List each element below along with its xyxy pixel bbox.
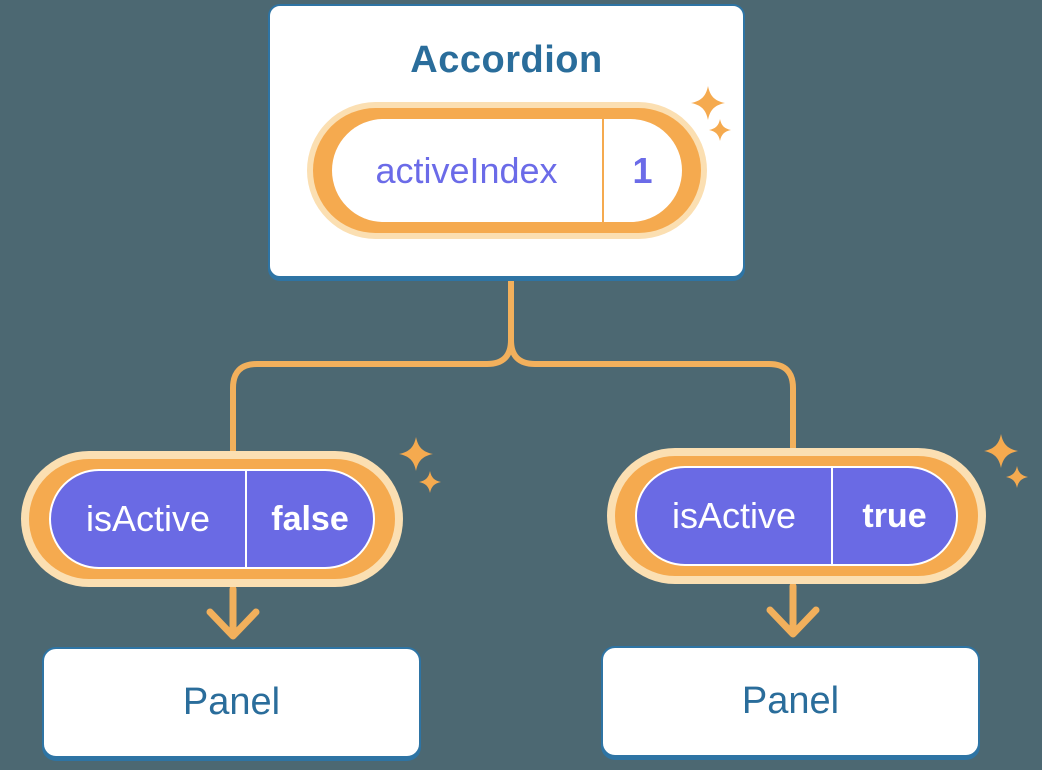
state-pill: activeIndex 1 (331, 119, 682, 222)
prop-value: true (862, 496, 927, 535)
prop-value: false (271, 499, 349, 538)
state-value: 1 (632, 149, 653, 191)
prop-pill-left: isActive false (49, 469, 375, 569)
arrow-down-left-icon (206, 585, 260, 640)
prop-pill-divider (831, 468, 833, 564)
arrow-down-right-icon (766, 582, 820, 638)
panel-title: Panel (182, 681, 281, 723)
prop-name-label: isActive (85, 498, 211, 539)
sparkle-icon (691, 86, 725, 120)
state-pill-glow: activeIndex 1 (306, 102, 707, 239)
tree-branch-right (508, 277, 796, 452)
sparkle-icon (399, 437, 433, 471)
panel-title: Panel (741, 680, 840, 722)
sparkle-icon (709, 119, 731, 141)
sparkle-icon (419, 471, 441, 493)
prop-pill-glow-right: isActive true (607, 448, 986, 584)
tree-branch-left (230, 277, 514, 455)
accordion-title: Accordion (410, 39, 603, 81)
sparkle-icon (1006, 466, 1028, 488)
prop-pill-glow-left: isActive false (21, 451, 403, 587)
panel-card-right: Panel (601, 646, 980, 757)
prop-name-label: isActive (671, 495, 797, 536)
accordion-card: Accordion activeIndex 1 (268, 4, 745, 278)
state-pill-ring: activeIndex 1 (312, 108, 701, 233)
state-name-label: activeIndex (375, 149, 558, 191)
prop-pill-divider (245, 471, 247, 567)
prop-pill-ring-right: isActive true (615, 456, 978, 576)
panel-card-left: Panel (42, 647, 421, 758)
sparkle-icon (984, 434, 1018, 468)
prop-pill-right: isActive true (635, 466, 958, 566)
state-pill-divider (601, 119, 604, 222)
prop-pill-ring-left: isActive false (29, 459, 395, 579)
